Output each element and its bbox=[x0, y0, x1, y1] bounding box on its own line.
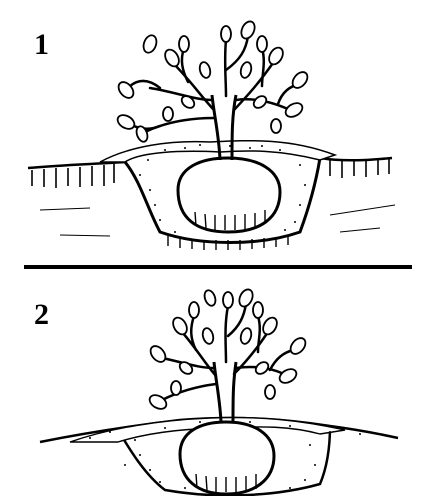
step-2-panel: 2 bbox=[0, 270, 425, 496]
step-2-illustration bbox=[0, 270, 425, 496]
step-1-panel: 1 bbox=[0, 0, 425, 262]
root-ball-icon bbox=[180, 422, 274, 494]
step-1-illustration bbox=[0, 0, 425, 262]
hole-base-hatching bbox=[168, 235, 288, 250]
step-divider bbox=[24, 265, 412, 269]
tree-trunk bbox=[214, 362, 236, 422]
tree-leaves bbox=[147, 287, 308, 411]
